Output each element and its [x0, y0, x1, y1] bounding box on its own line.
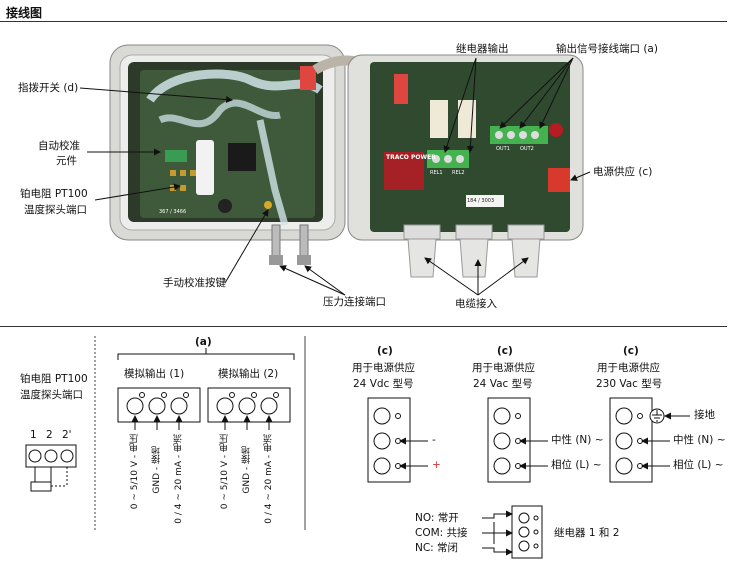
relay-com: COM: 共接 [415, 527, 468, 539]
pt100-terminal-2: 2 [46, 429, 53, 441]
dc-caption: 用于电源供应 [352, 362, 415, 374]
analog-output-1: 模拟输出 (1) [124, 368, 185, 380]
label-signal-terminal: 输出信号接线端口 (a) [556, 43, 658, 55]
pt100-label-2: 温度探头端口 [20, 389, 83, 401]
relay-no: NO: 常开 [415, 512, 459, 524]
rel1-mark: REL1 [430, 170, 443, 176]
out1-mark: OUT1 [496, 146, 510, 152]
analog-tag-a: (a) [195, 336, 212, 348]
vac230-neutral: 中性 (N) ~ [673, 434, 726, 446]
rel2-mark: REL2 [452, 170, 465, 176]
ref-left-mark: 367 / 3466 [159, 209, 187, 215]
dc-minus: - [432, 434, 436, 446]
out2-mark: OUT2 [520, 146, 534, 152]
label-dip-switch: 指拨开关 (d) [18, 82, 79, 94]
traco-mark: TRACO POWER [386, 154, 436, 161]
vac24-neutral: 中性 (N) ~ [551, 434, 604, 446]
dc-model: 24 Vdc 型号 [353, 378, 414, 390]
label-auto-cal-1: 自动校准 [38, 140, 80, 152]
dc-plus: + [432, 459, 441, 471]
label-manual-cal: 手动校准按键 [163, 277, 226, 289]
pt100-label-1: 铂电阻 PT100 [20, 373, 88, 385]
label-power-supply: 电源供应 (c) [593, 166, 653, 178]
label-relay-out: 继电器输出 [456, 43, 509, 55]
right-housing [347, 54, 584, 278]
relay-label: 继电器 1 和 2 [554, 527, 620, 539]
vac230-caption: 用于电源供应 [597, 362, 660, 374]
left-housing [109, 44, 346, 265]
callout-arrows [79, 57, 591, 296]
vac24-model: 24 Vac 型号 [473, 378, 533, 390]
relay-nc: NC: 常闭 [415, 542, 459, 554]
vac230-tag: (c) [623, 345, 639, 357]
section-divider [0, 326, 727, 327]
vac230-model: 230 Vac 型号 [596, 378, 663, 390]
label-auto-cal-2: 元件 [56, 155, 77, 167]
title-divider [0, 21, 727, 22]
vac230-phase: 相位 (L) ~ [673, 459, 724, 471]
pt100-terminal-1: 1 [30, 429, 37, 441]
label-cable-entry: 电缆接入 [455, 298, 497, 310]
dc-tag: (c) [377, 345, 393, 357]
analog-output-2: 模拟输出 (2) [218, 368, 279, 380]
label-pt100-1: 铂电阻 PT100 [20, 188, 88, 200]
ref-right-mark: 184 / 3003 [467, 198, 495, 204]
pt100-terminal-2prime: 2' [62, 429, 72, 441]
vac24-tag: (c) [497, 345, 513, 357]
label-pt100-2: 温度探头端口 [24, 204, 87, 216]
vac24-phase: 相位 (L) ~ [551, 459, 602, 471]
vac24-caption: 用于电源供应 [472, 362, 535, 374]
page-title: 接线图 [6, 6, 43, 20]
label-pressure: 压力连接端口 [323, 296, 386, 308]
vac230-earth: 接地 [694, 409, 715, 421]
